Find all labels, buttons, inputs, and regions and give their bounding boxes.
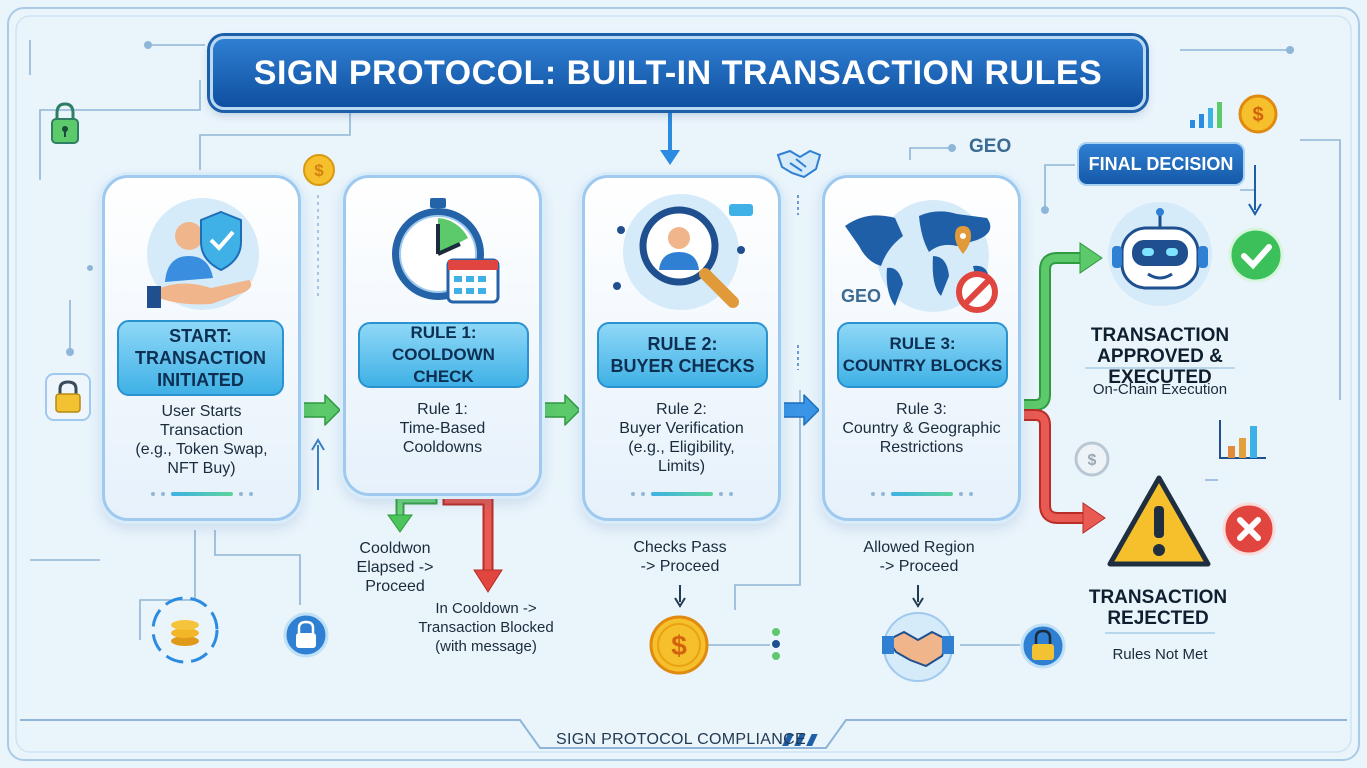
- step-header-rule-2: RULE 2: BUYER CHECKS: [597, 322, 768, 388]
- desc-line: Country & Geographic: [842, 420, 1001, 437]
- step-description-rule-1: Rule 1: Time-Based Cooldowns: [350, 400, 535, 457]
- svg-text:$: $: [1088, 452, 1097, 469]
- desc-line: Transaction: [160, 422, 243, 439]
- coin-icon: $: [649, 615, 709, 675]
- lock-icon: [1020, 623, 1066, 669]
- svg-text:$: $: [671, 630, 687, 661]
- lock-icon: [283, 612, 329, 658]
- desc-line: Buyer Verification: [619, 420, 744, 437]
- desc-line: Rule 3:: [896, 401, 947, 418]
- note-line: Allowed Region: [863, 539, 975, 556]
- desc-line: Restrictions: [879, 439, 964, 456]
- approved-title-line: APPROVED & EXECUTED: [1097, 346, 1223, 388]
- step-card-rule-3: GEO RULE 3: COUNTRY BLOCKS Rule 3: Count…: [822, 175, 1021, 521]
- step-header-line: RULE 3:: [889, 334, 956, 353]
- note-line: -> Proceed: [640, 558, 720, 575]
- divider: [1105, 632, 1215, 634]
- coin-icon: $: [303, 154, 335, 186]
- step-header-line: COOLDOWN CHECK: [392, 345, 495, 386]
- step-card-rule-1: RULE 1: COOLDOWN CHECK Rule 1: Time-Base…: [343, 175, 542, 496]
- card-indicator: [871, 492, 973, 496]
- step-header-start: START: TRANSACTION INITIATED: [117, 320, 284, 396]
- step-description-start: User Starts Transaction (e.g., Token Swa…: [109, 402, 294, 478]
- approved-title-line: TRANSACTION: [1090, 325, 1230, 346]
- desc-line: (e.g., Token Swap,: [135, 441, 268, 458]
- note-cooldown-elapsed: Cooldwon Elapsed -> Proceed: [330, 539, 460, 596]
- divider: [1085, 367, 1235, 369]
- lock-icon: [51, 102, 79, 144]
- desc-line: Cooldowns: [402, 439, 483, 456]
- note-line: -> Proceed: [879, 558, 959, 575]
- geo-map-label: GEO: [841, 286, 882, 306]
- card-indicator: [631, 492, 733, 496]
- svg-text:$: $: [1252, 104, 1263, 126]
- note-line: (with message): [435, 638, 537, 655]
- step-header-line: RULE 1:: [410, 323, 477, 342]
- x-circle-icon: [1222, 502, 1276, 556]
- step-description-rule-3: Rule 3: Country & Geographic Restriction…: [827, 400, 1016, 457]
- desc-line: Time-Based: [399, 420, 486, 437]
- robot-icon: [1108, 202, 1212, 306]
- step-header-rule-3: RULE 3: COUNTRY BLOCKS: [837, 322, 1008, 388]
- desc-line: Limits): [657, 458, 706, 475]
- check-circle-icon: [1228, 227, 1284, 283]
- coin-icon: $: [1074, 441, 1110, 477]
- desc-line: User Starts: [161, 403, 242, 420]
- desc-line: Rule 1:: [417, 401, 468, 418]
- step-header-line: TRANSACTION: [135, 348, 266, 368]
- step-header-line: INITIATED: [157, 370, 244, 390]
- step-header-line: BUYER CHECKS: [610, 356, 755, 376]
- lock-icon: [45, 373, 91, 421]
- handshake-icon: [882, 612, 954, 682]
- world-map-icon: [845, 200, 998, 313]
- svg-text:$: $: [314, 161, 324, 180]
- step-card-rule-2: RULE 2: BUYER CHECKS Rule 2: Buyer Verif…: [582, 175, 781, 521]
- desc-line: Rule 2:: [656, 401, 707, 418]
- step-card-start: START: TRANSACTION INITIATED User Starts…: [102, 175, 301, 521]
- approved-title: TRANSACTION APPROVED & EXECUTED: [1050, 325, 1270, 388]
- note-line: Cooldwon: [359, 540, 431, 557]
- handshake-icon: [776, 149, 822, 179]
- step-header-rule-1: RULE 1: COOLDOWN CHECK: [358, 322, 529, 388]
- step-header-line: START:: [169, 326, 232, 346]
- note-line: Transaction Blocked: [418, 619, 554, 636]
- note-cooldown-blocked: In Cooldown -> Transaction Blocked (with…: [395, 599, 577, 656]
- step-header-line: RULE 2:: [647, 334, 718, 354]
- note-checks-pass: Checks Pass -> Proceed: [610, 538, 750, 576]
- step-description-rule-2: Rule 2: Buyer Verification (e.g., Eligib…: [589, 400, 774, 476]
- note-line: Proceed: [365, 578, 425, 595]
- node-dots-icon: [772, 628, 780, 660]
- bar-chart-icon: [1190, 102, 1222, 128]
- step-header-line: COUNTRY BLOCKS: [842, 356, 1003, 375]
- coin-stack-icon: [151, 596, 219, 664]
- card-indicator: [151, 492, 253, 496]
- user-shield-icon: [147, 198, 259, 310]
- page-title: SIGN PROTOCOL: BUILT-IN TRANSACTION RULE…: [253, 53, 1103, 92]
- geo-label: GEO: [969, 136, 1012, 157]
- final-decision-badge: FINAL DECISION: [1077, 142, 1245, 186]
- rejected-title-line: TRANSACTION: [1088, 587, 1228, 608]
- rejected-title: TRANSACTION REJECTED: [1058, 587, 1258, 629]
- desc-line: (e.g., Eligibility,: [628, 439, 735, 456]
- title-banner: SIGN PROTOCOL: BUILT-IN TRANSACTION RULE…: [210, 36, 1146, 110]
- footer-label: SIGN PROTOCOL COMPLIANCE: [556, 731, 806, 748]
- approved-subtitle: On-Chain Execution: [1092, 381, 1228, 398]
- desc-line: NFT Buy): [167, 460, 236, 477]
- warning-icon: [1107, 475, 1211, 567]
- magnifier-user-icon: [613, 194, 753, 310]
- bar-chart-icon: [1219, 420, 1266, 459]
- rejected-title-line: REJECTED: [1107, 608, 1209, 629]
- note-line: Checks Pass: [633, 539, 727, 556]
- note-allowed-region: Allowed Region -> Proceed: [845, 538, 993, 576]
- coin-icon: $: [1238, 94, 1278, 134]
- note-line: In Cooldown ->: [435, 600, 537, 617]
- note-line: Elapsed ->: [356, 559, 434, 576]
- rejected-subtitle: Rules Not Met: [1112, 646, 1208, 663]
- stopwatch-calendar-icon: [392, 198, 500, 304]
